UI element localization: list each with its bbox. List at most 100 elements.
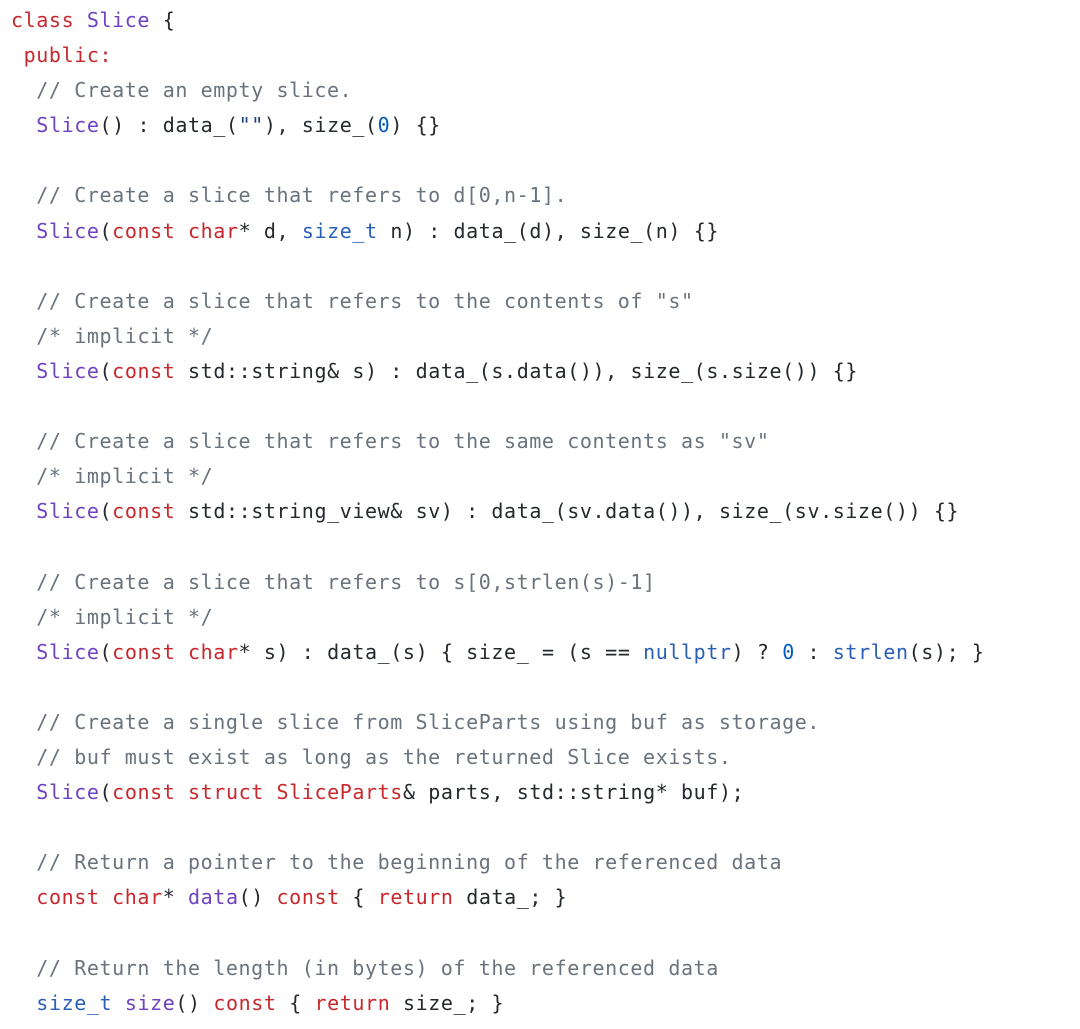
code-token: strlen <box>832 639 909 664</box>
code-line: // Create a slice that refers to the sam… <box>11 424 1080 459</box>
code-line: Slice(const char* d, size_t n) : data_(d… <box>11 214 1080 249</box>
code-line: // buf must exist as long as the returne… <box>11 740 1080 775</box>
code-token: std::string& s) : data_(s.data()), size_… <box>175 358 859 383</box>
code-token: /* implicit */ <box>11 323 214 348</box>
code-line: Slice(const std::string& s) : data_(s.da… <box>11 354 1080 389</box>
code-line: ​ <box>11 249 1080 284</box>
code-token: Slice <box>36 639 100 664</box>
code-token: SliceParts <box>276 780 403 805</box>
code-line: public: <box>11 38 1080 73</box>
code-token: n) : data_(d), size_(n) {} <box>377 218 719 243</box>
code-token: const <box>112 358 176 383</box>
code-token: () : data_( <box>99 113 239 138</box>
code-line: size_t size() const { return size_; } <box>11 986 1080 1021</box>
code-token: const char <box>112 639 239 664</box>
code-token: 0 <box>377 113 391 138</box>
code-line: Slice(const char* s) : data_(s) { size_ … <box>11 635 1080 670</box>
code-line: /* implicit */ <box>11 600 1080 635</box>
code-token: // Create a single slice from SliceParts… <box>11 709 821 734</box>
code-token: size_t <box>301 218 378 243</box>
code-token: ( <box>99 499 113 524</box>
code-token: 0 <box>782 639 795 664</box>
code-token: std::string_view& sv) : data_(sv.data())… <box>175 499 960 524</box>
code-token: & parts, std::string* buf); <box>402 780 745 805</box>
code-token: size <box>124 990 176 1015</box>
code-token: ) ? <box>731 639 783 664</box>
code-token: class <box>11 8 87 32</box>
code-token: // Create a slice that refers to the con… <box>11 288 694 313</box>
code-token <box>11 359 36 383</box>
code-token: /* implicit */ <box>11 464 214 489</box>
code-token: // buf must exist as long as the returne… <box>11 744 732 769</box>
code-token <box>112 991 125 1015</box>
code-token <box>11 219 36 243</box>
code-token: ( <box>99 218 113 243</box>
code-token: () <box>238 885 277 910</box>
code-token: // Return a pointer to the beginning of … <box>11 850 783 875</box>
code-token: nullptr <box>643 639 732 664</box>
code-line: const char* data() const { return data_;… <box>11 880 1080 915</box>
code-token: Slice <box>36 218 100 243</box>
code-token: // Create a slice that refers to the sam… <box>11 429 770 454</box>
code-line: /* implicit */ <box>11 319 1080 354</box>
code-line: // Create an empty slice. <box>11 73 1080 108</box>
code-line: ​ <box>11 915 1080 950</box>
code-line: class Slice { <box>11 3 1080 38</box>
code-line: ​ <box>11 529 1080 564</box>
code-token: // Create a slice that refers to s[0,str… <box>11 569 656 594</box>
code-token: * s) : data_(s) { size_ = (s == <box>238 639 644 664</box>
code-token: data_; } <box>453 885 568 910</box>
code-token: (s); } <box>908 639 985 664</box>
code-token: ( <box>99 780 113 805</box>
code-token: // Return the length (in bytes) of the r… <box>11 955 719 980</box>
code-token <box>11 780 36 804</box>
code-line: Slice() : data_(""), size_(0) {} <box>11 108 1080 143</box>
code-token: Slice <box>36 780 100 805</box>
code-token: "" <box>238 113 264 138</box>
code-token: ( <box>99 358 113 383</box>
code-token: return <box>377 885 454 910</box>
code-line: // Return the length (in bytes) of the r… <box>11 951 1080 986</box>
code-line: /* implicit */ <box>11 459 1080 494</box>
code-token <box>11 113 36 137</box>
code-token <box>11 991 36 1015</box>
code-token: const <box>276 885 340 910</box>
code-token: // Create a slice that refers to d[0,n-1… <box>11 183 568 208</box>
code-line: ​ <box>11 143 1080 178</box>
code-line: Slice(const std::string_view& sv) : data… <box>11 494 1080 529</box>
code-token: ( <box>99 639 113 664</box>
code-line: // Create a slice that refers to the con… <box>11 284 1080 319</box>
code-token: () <box>175 990 214 1015</box>
code-token <box>11 640 36 664</box>
code-token: Slice <box>36 113 100 138</box>
code-token: const <box>112 499 176 524</box>
code-token: size_t <box>36 990 113 1015</box>
code-token: Slice <box>36 499 100 524</box>
code-line: ​ <box>11 389 1080 424</box>
code-token: return <box>314 990 391 1015</box>
code-token: * d, <box>238 218 302 243</box>
code-token: const char <box>112 218 239 243</box>
code-token: Slice <box>36 358 100 383</box>
code-token: const struct <box>112 780 277 805</box>
code-token: const char <box>36 885 163 910</box>
code-token <box>11 499 36 523</box>
code-token: // Create an empty slice. <box>11 78 353 103</box>
code-token: size_; } <box>390 990 505 1015</box>
code-line: ​ <box>11 810 1080 845</box>
code-token: { <box>150 8 176 32</box>
code-token: ), size_( <box>263 113 378 138</box>
code-token: data <box>188 885 239 910</box>
code-token: { <box>276 990 315 1015</box>
code-line: // Create a slice that refers to s[0,str… <box>11 565 1080 600</box>
code-line: Slice(const struct SliceParts& parts, st… <box>11 775 1080 810</box>
code-token: Slice <box>86 8 151 32</box>
code-token: const <box>213 990 277 1015</box>
code-token: * <box>162 885 189 910</box>
code-token: { <box>339 885 378 910</box>
code-token: ) {} <box>390 113 441 138</box>
code-token: : <box>794 639 833 664</box>
code-line: ​ <box>11 670 1080 705</box>
code-token: public: <box>11 43 113 68</box>
